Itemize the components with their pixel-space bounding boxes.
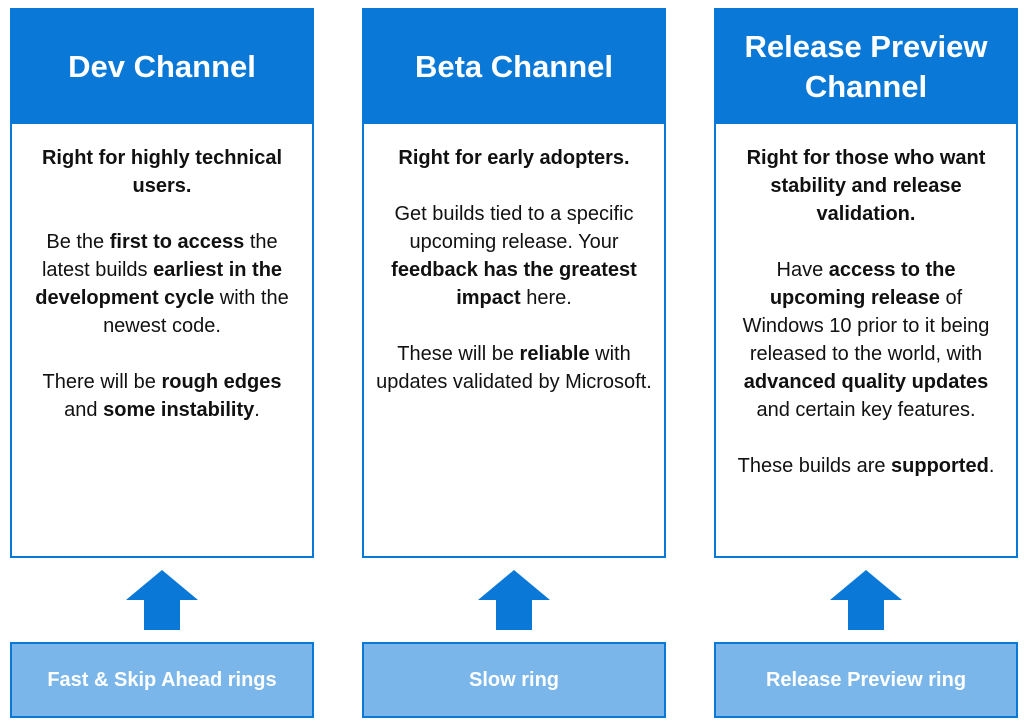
release-preview-channel-paragraph: These builds are supported.	[728, 452, 1004, 480]
text-fragment: These builds are	[737, 455, 892, 477]
release-preview-channel-body: Right for those who want stability and r…	[716, 124, 1016, 480]
release-preview-channel-title: Release Preview Channel	[716, 10, 1016, 124]
text-fragment: Be the	[46, 231, 110, 253]
text-fragment: feedback has the greatest impact	[391, 259, 637, 309]
text-fragment: .	[254, 399, 260, 421]
beta-channel-title: Beta Channel	[364, 10, 664, 124]
text-fragment: Right for highly technical users.	[41, 147, 282, 197]
text-fragment: of Windows 10 prior to it being released…	[742, 287, 990, 365]
text-fragment: and	[64, 399, 104, 421]
text-fragment: advanced quality updates	[743, 371, 989, 393]
text-fragment: and certain key features.	[756, 399, 976, 421]
beta-channel-card: Beta Channel Right for early adopters. G…	[362, 8, 666, 558]
up-arrow-icon	[126, 570, 198, 630]
text-fragment: access to the upcoming release	[769, 259, 956, 309]
text-fragment: some instability	[103, 399, 255, 421]
up-arrow-icon	[830, 570, 902, 630]
text-fragment: rough edges	[161, 371, 282, 393]
text-fragment: supported	[891, 455, 989, 477]
slow-ring-box: Slow ring	[362, 642, 666, 718]
dev-channel-body: Right for highly technical users. Be the…	[12, 124, 312, 424]
fast-skip-ahead-ring-box: Fast & Skip Ahead rings	[10, 642, 314, 718]
text-fragment: here.	[520, 287, 572, 309]
text-fragment: Right for those who want stability and r…	[746, 147, 986, 225]
text-fragment: Right for early adopters.	[398, 147, 630, 169]
beta-channel-paragraph: Get builds tied to a specific upcoming r…	[376, 200, 652, 312]
text-fragment: These will be	[397, 343, 520, 365]
text-fragment: the latest builds	[41, 231, 278, 281]
dev-channel-paragraph: Right for highly technical users.	[24, 144, 300, 200]
text-fragment: .	[988, 455, 995, 477]
beta-channel-paragraph: These will be reliable with updates vali…	[376, 340, 652, 396]
dev-channel-card: Dev Channel Right for highly technical u…	[10, 8, 314, 558]
dev-channel-paragraph: There will be rough edges and some insta…	[24, 368, 300, 424]
text-fragment: Get builds tied to a specific upcoming r…	[394, 203, 634, 253]
dev-channel-title: Dev Channel	[12, 10, 312, 124]
text-fragment: reliable	[519, 343, 590, 365]
release-preview-channel-paragraph: Right for those who want stability and r…	[728, 144, 1004, 228]
text-fragment: with the newest code.	[103, 287, 289, 337]
beta-channel-paragraph: Right for early adopters.	[376, 144, 652, 172]
beta-channel-body: Right for early adopters. Get builds tie…	[364, 124, 664, 396]
up-arrow-icon	[478, 570, 550, 630]
text-fragment: Have	[776, 259, 829, 281]
text-fragment: first to access	[109, 231, 245, 253]
text-fragment: with updates validated by Microsoft.	[376, 343, 652, 393]
text-fragment: earliest in the development cycle	[35, 259, 283, 309]
text-fragment: There will be	[42, 371, 162, 393]
release-preview-channel-paragraph: Have access to the upcoming release of W…	[728, 256, 1004, 424]
release-preview-channel-card: Release Preview Channel Right for those …	[714, 8, 1018, 558]
release-preview-ring-box: Release Preview ring	[714, 642, 1018, 718]
dev-channel-paragraph: Be the first to access the latest builds…	[24, 228, 300, 340]
